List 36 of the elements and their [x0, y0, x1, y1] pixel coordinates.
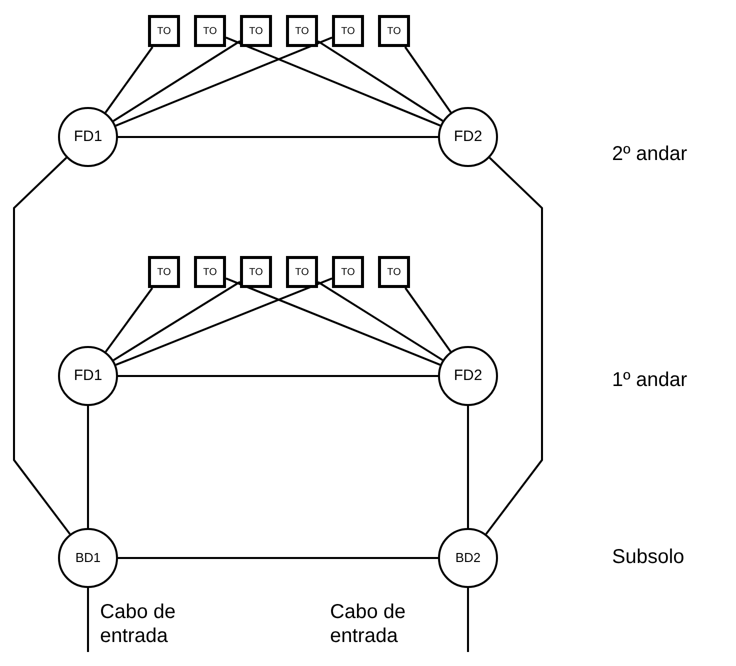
- cable-line: [112, 281, 241, 362]
- outlet-box: TO: [332, 256, 364, 288]
- cable-line: [317, 281, 444, 361]
- outlet-box: TO: [148, 15, 180, 47]
- cable-line: [404, 287, 452, 352]
- outlet-box: TO: [240, 15, 272, 47]
- outlet-box: TO: [194, 256, 226, 288]
- cable-line: [104, 46, 154, 114]
- cable-line: [112, 40, 241, 122]
- cable-line: [115, 36, 332, 127]
- cable-line: [118, 557, 438, 559]
- floor-label: 2º andar: [612, 142, 688, 166]
- outlet-box: TO: [148, 256, 180, 288]
- floor-label: Cabo de entrada: [100, 600, 177, 648]
- cable-line: [404, 46, 452, 113]
- cable-line: [13, 157, 71, 535]
- cable-line: [118, 375, 438, 377]
- outlet-box: TO: [240, 256, 272, 288]
- floor-label: Cabo de entrada: [330, 600, 407, 648]
- cable-line: [87, 406, 89, 528]
- cable-line: [485, 157, 543, 535]
- cable-line: [467, 588, 469, 652]
- outlet-box: TO: [286, 15, 318, 47]
- outlet-box: TO: [286, 256, 318, 288]
- outlet-box: TO: [378, 15, 410, 47]
- floor-label: Subsolo: [612, 545, 686, 569]
- floor-label: 1º andar: [612, 368, 688, 392]
- cable-line: [317, 40, 444, 122]
- cable-line: [467, 406, 469, 528]
- cable-line: [115, 277, 332, 366]
- cable-line: [118, 136, 438, 138]
- outlet-box: TO: [378, 256, 410, 288]
- cable-line: [104, 287, 154, 352]
- cable-line: [87, 588, 89, 652]
- outlet-box: TO: [332, 15, 364, 47]
- outlet-box: TO: [194, 15, 226, 47]
